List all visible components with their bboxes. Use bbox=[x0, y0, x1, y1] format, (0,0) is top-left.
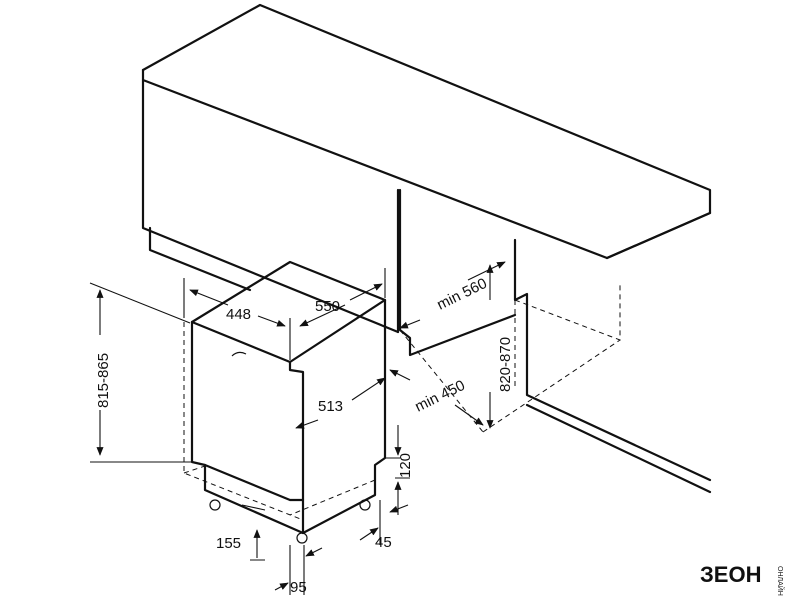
dishwasher bbox=[183, 260, 387, 544]
dim-815-865-label: 815-865 bbox=[95, 353, 112, 408]
brand-logo: ЗЕОН ОНЛАЙН bbox=[700, 562, 785, 596]
countertop bbox=[141, 3, 712, 260]
dim-min560-label: min 560 bbox=[434, 275, 489, 314]
dim-550-label: 550 bbox=[315, 298, 340, 315]
logo-tagline: ОНЛАЙН bbox=[776, 566, 785, 596]
dim-513-label: 513 bbox=[318, 398, 343, 415]
right-cabinet bbox=[398, 188, 712, 494]
left-cabinet bbox=[141, 78, 400, 334]
dim-448-label: 448 bbox=[226, 306, 251, 323]
dim-lines bbox=[89, 261, 506, 595]
dim-95-label: 95 bbox=[290, 579, 307, 596]
dim-45-label: 45 bbox=[375, 534, 392, 551]
dim-120-label: 120 bbox=[397, 453, 414, 478]
dim-155-label: 155 bbox=[216, 535, 241, 552]
dim-min450-label: min 450 bbox=[412, 377, 467, 416]
logo-text: ЗЕОН bbox=[700, 562, 761, 587]
dim-820-870-label: 820-870 bbox=[497, 337, 514, 392]
